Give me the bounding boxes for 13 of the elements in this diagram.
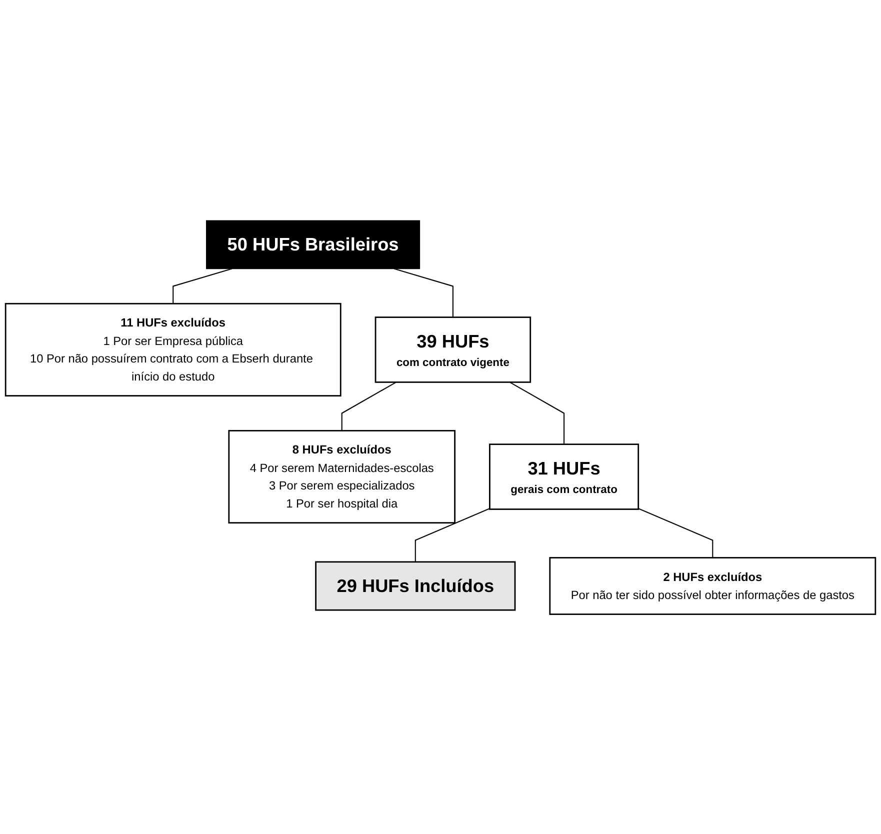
connector	[638, 508, 714, 558]
node-box: 2 HUFs excluídos Por não ter sido possível obter informações de gastos	[549, 556, 876, 615]
connector	[414, 508, 490, 562]
node-box: 31 HUFs gerais com contrato	[489, 443, 640, 510]
connector	[509, 381, 565, 444]
connector	[341, 381, 396, 430]
node-box: 50 HUFs Brasileiros	[206, 220, 420, 269]
node-box: 8 HUFs excluídos 4 Por serem Maternidades-escolas 3 Por serem especializados 1 Por ser hospital dia	[228, 430, 456, 524]
node-box: 39 HUFs com contrato vigente	[374, 316, 532, 382]
node-box: 29 HUFs Incluídos	[315, 560, 516, 610]
connector	[172, 268, 232, 304]
connector	[394, 268, 454, 317]
node-box: 11 HUFs excluídos 1 Por ser Empresa pública 10 Por não possuírem contrato com a Ebserh durante início do estudo	[4, 302, 342, 396]
